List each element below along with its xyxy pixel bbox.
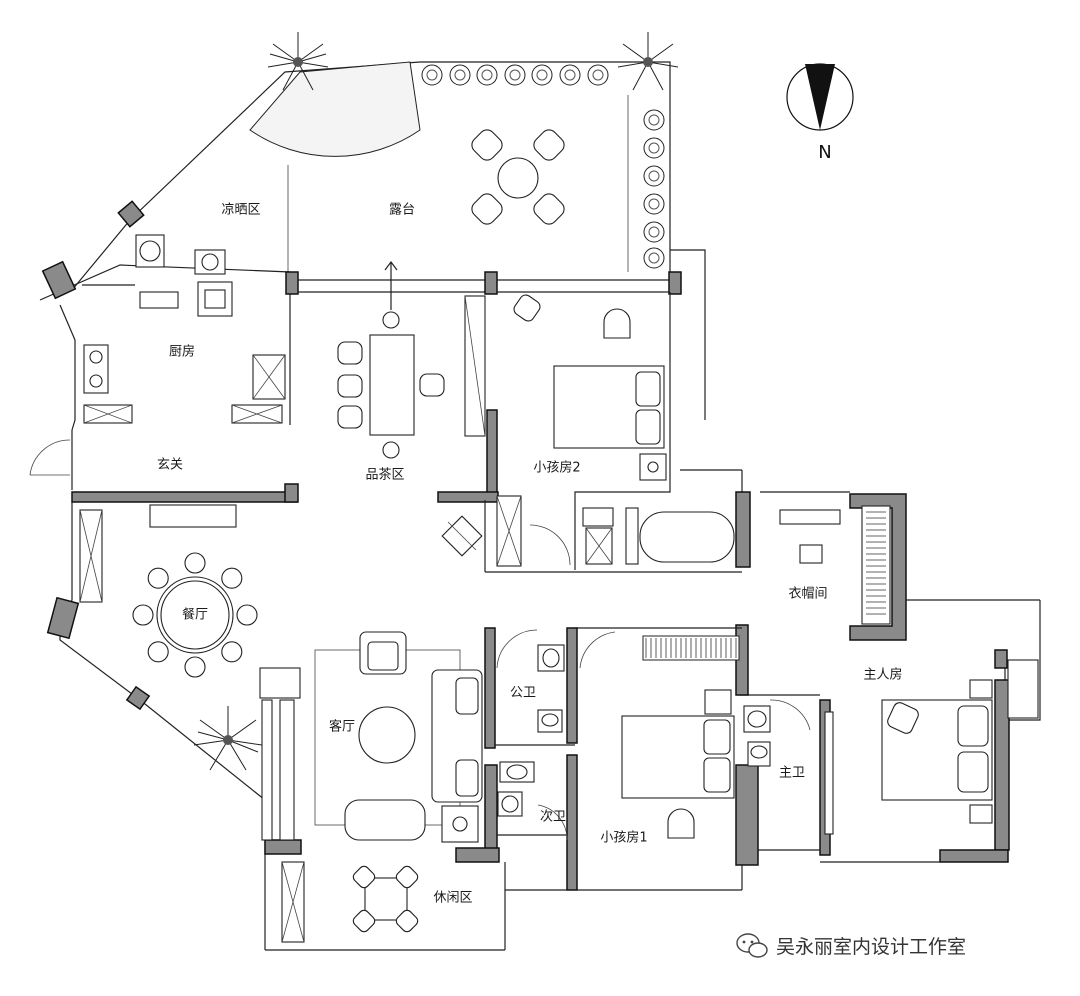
terrace-table-set [471,129,565,225]
room-label-living-room: 客厅 [329,719,355,735]
kids-room-2-furniture [496,294,667,567]
second-bath-fixtures [497,761,568,841]
room-label-master-bath: 主卫 [779,766,805,781]
watermark: 吴永丽室内设计工作室 [736,933,966,958]
shrub-icon [643,165,665,187]
closet-furniture [779,505,891,625]
dining-chair [184,656,206,678]
room-label-kids-room-1: 小孩房1 [600,830,647,846]
shrub-icon [587,64,609,86]
dining-chair [184,552,206,574]
terrace-deck-quarter-circle [249,61,421,157]
room-label-leisure-area: 休闲区 [433,891,472,906]
kitchen-fixtures [29,234,286,476]
walls [39,200,1041,951]
compass: N [786,63,854,163]
dining-chair [132,604,154,626]
shrub-icon [504,64,526,86]
dining-chair [236,604,258,626]
master-bath-fixtures [743,699,834,835]
kids-room-1-furniture [621,689,735,839]
room-label-second-bath: 次卫 [540,809,566,825]
north-label: N [818,142,831,163]
shrub-icon [643,109,665,131]
dining-table-set [79,504,258,678]
room-label-terrace: 露台 [389,203,415,218]
shrub-icon [531,64,553,86]
palm-plant-icon [617,32,679,91]
room-labels: 凉晒区 露台 厨房 玄关 品茶区 小孩房2 餐厅 衣帽间 主人房 公卫 客厅 主… [157,203,903,906]
shrub-icon [643,137,665,159]
master-bedroom-furniture [881,659,1039,824]
room-label-public-bath: 公卫 [510,686,536,701]
room-label-closet: 衣帽间 [788,586,827,602]
room-label-master-bedroom: 主人房 [863,667,902,683]
room-label-kitchen: 厨房 [169,344,195,360]
potted-shrubs [421,64,665,269]
shrub-icon [476,64,498,86]
shrub-icon [449,64,471,86]
shrub-icon [559,64,581,86]
room-label-foyer: 玄关 [157,458,183,473]
leisure-table-set [281,861,419,943]
dining-chair [221,641,243,663]
shrub-icon [421,64,443,86]
shrub-icon [643,221,665,243]
room-label-dining: 餐厅 [182,607,208,623]
wechat-icon [736,933,768,958]
shared-bath-fixtures [582,507,735,565]
public-bath-fixtures [496,629,740,733]
dining-chair [221,567,243,589]
dining-chair [147,567,169,589]
shrub-icon [643,247,665,269]
living-room-furniture [259,631,483,843]
palm-plant-icon [193,706,263,771]
room-label-tea-area: 品茶区 [365,467,404,483]
watermark-text: 吴永丽室内设计工作室 [776,936,966,958]
dining-chair [147,641,169,663]
palm-plant-icon [267,32,329,91]
room-label-kids-room-2: 小孩房2 [533,460,580,476]
north-arrow-icon [805,64,835,130]
terrace-outline [71,61,706,420]
room-label-laundry: 凉晒区 [221,203,260,218]
tea-table-set [337,261,486,557]
shrub-icon [643,193,665,215]
